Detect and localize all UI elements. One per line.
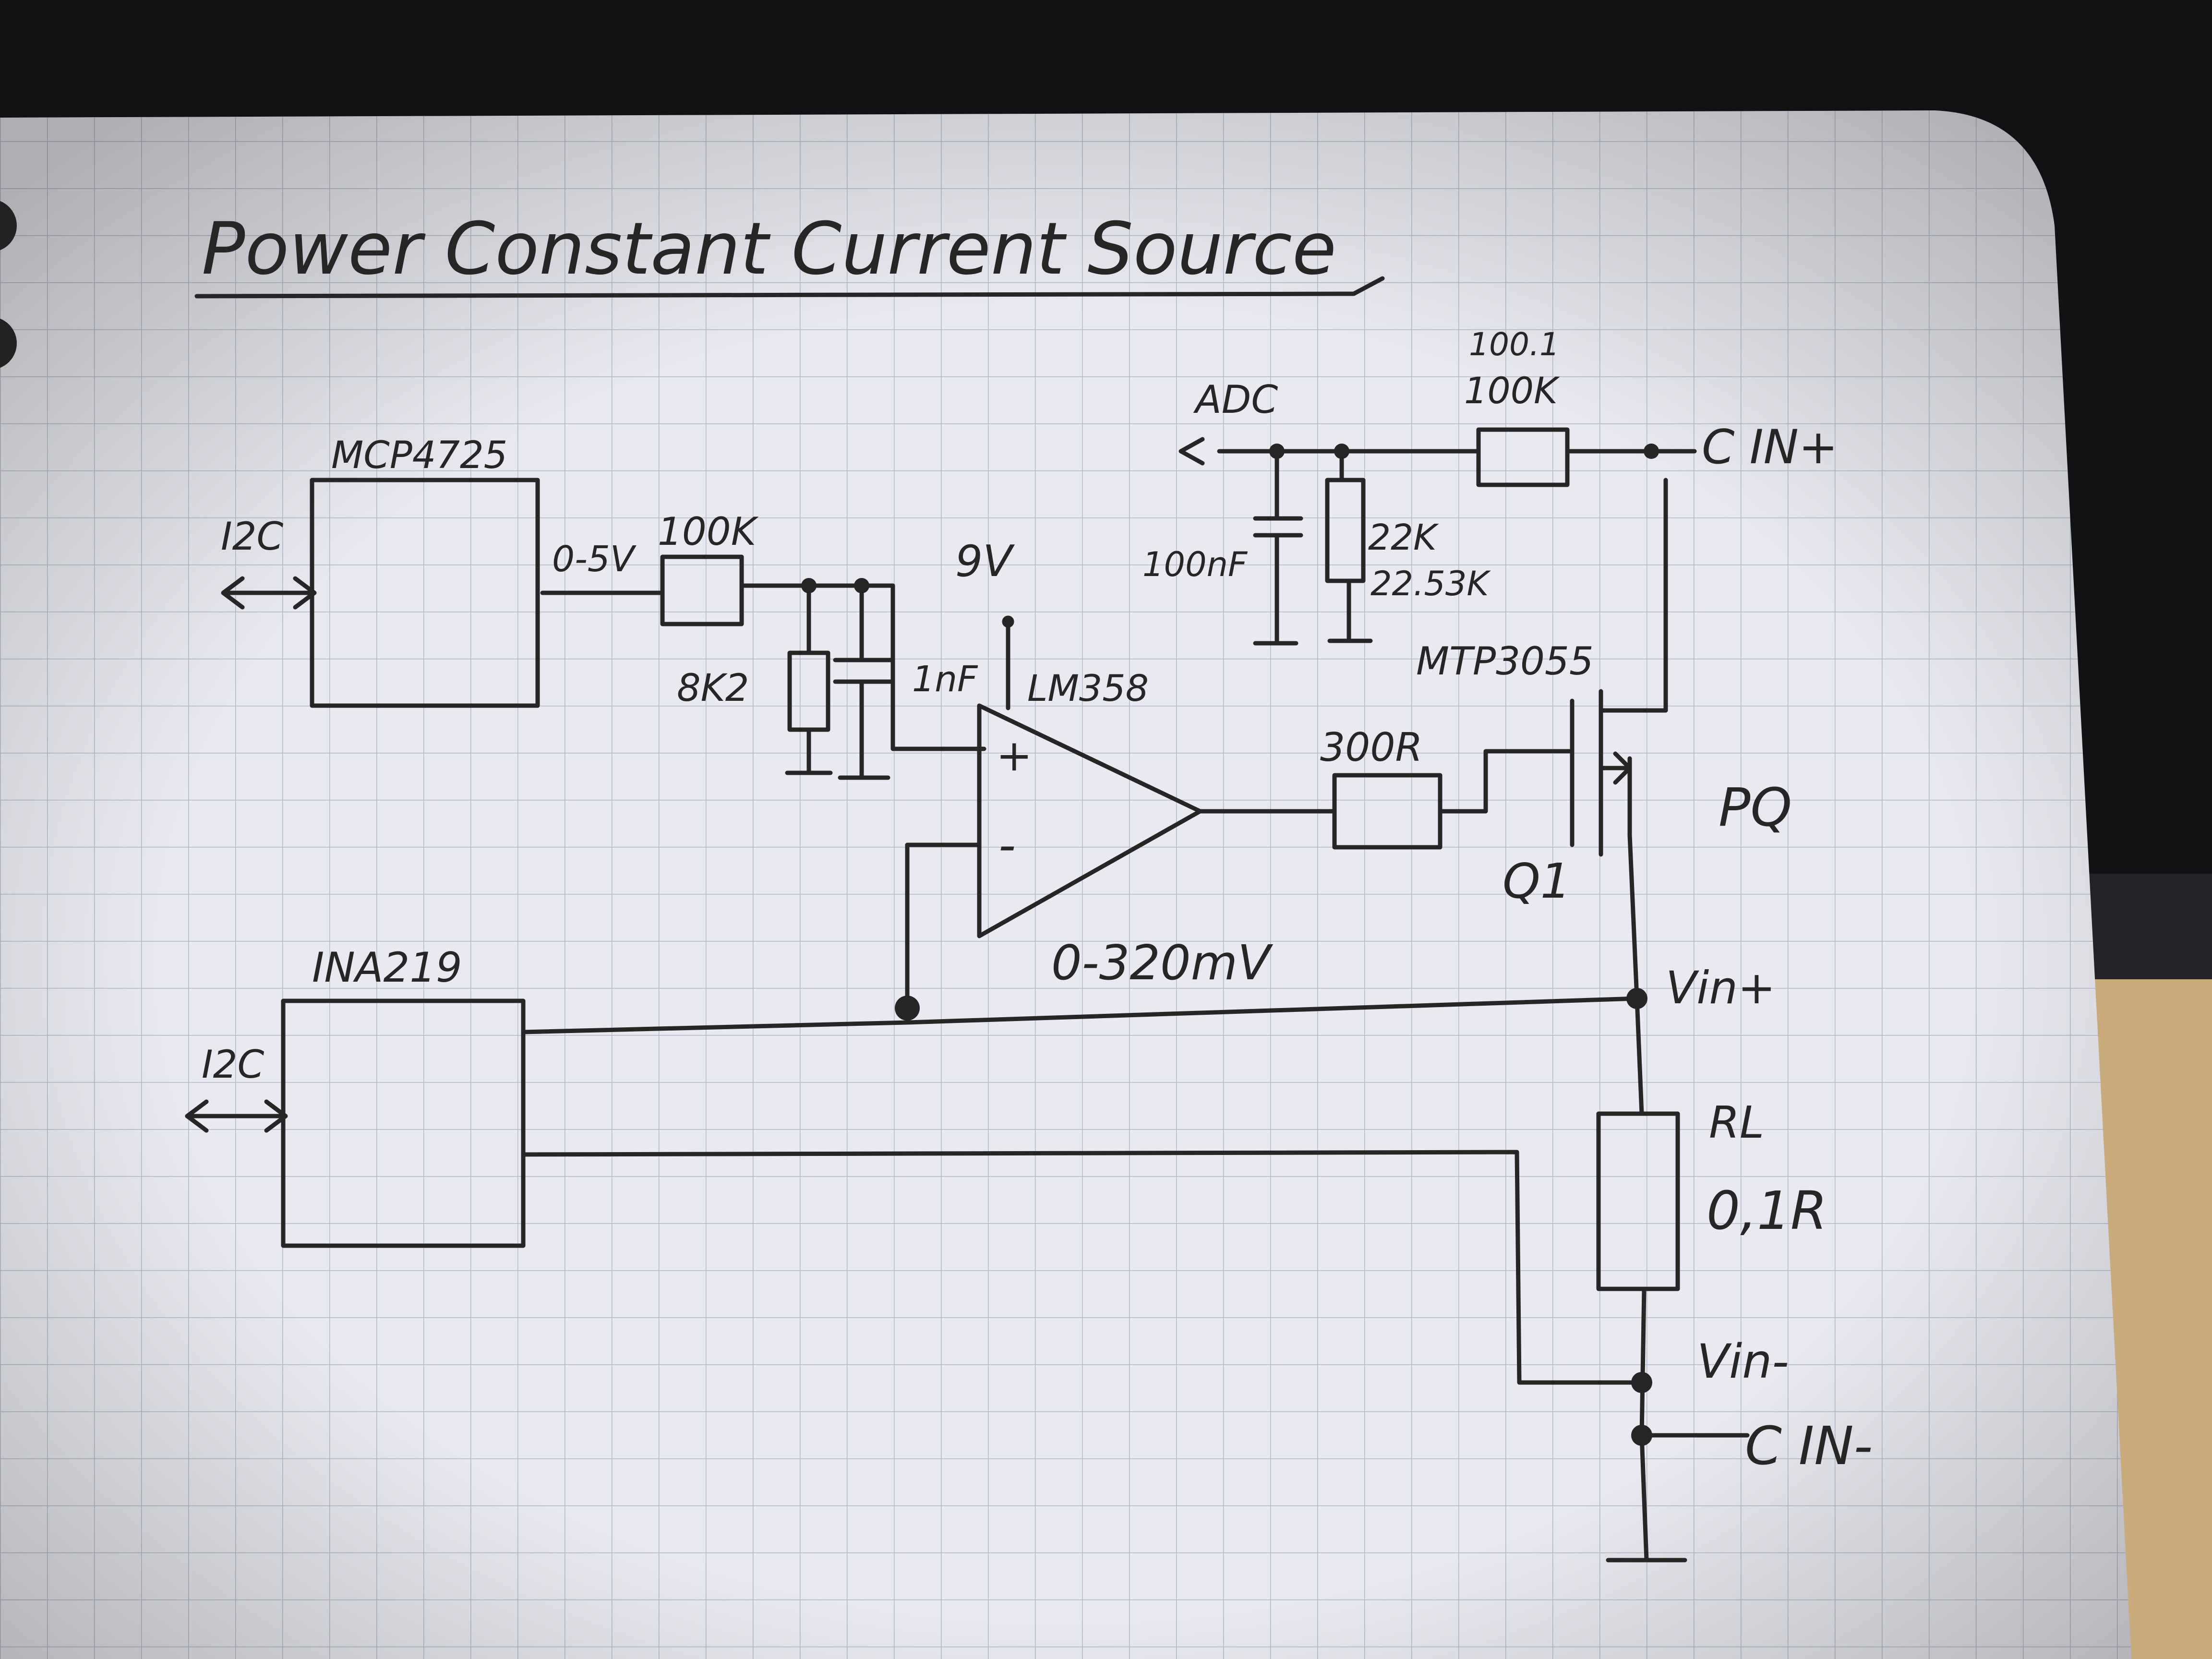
mosfet-source-wire: [1627, 833, 1639, 1001]
adc-label: ADC: [1193, 377, 1278, 422]
current-monitor-name: INA219: [312, 944, 462, 992]
opamp-triangle: [977, 703, 1202, 938]
adc-capacitor-value: 100nF: [1142, 545, 1248, 584]
input-resistor: [660, 554, 744, 626]
dac-name: MCP4725: [331, 434, 507, 477]
adc-divider-high-value: 100K: [1464, 369, 1560, 412]
dac-i2c-arrow-left: [221, 576, 245, 610]
adc-divider-low-measured: 22.53K: [1370, 564, 1491, 603]
sense-range-label: 0-320mV: [1051, 935, 1274, 991]
binder-hole: [0, 318, 17, 368]
shunt-value: 0,1R: [1707, 1180, 1827, 1241]
filter-capacitor-value: 1nF: [912, 659, 978, 700]
dac-output-label: 0-5V: [552, 539, 637, 580]
adc-arrow: [1178, 437, 1205, 466]
input-resistor-value: 100K: [658, 509, 759, 554]
gate-wire: [1438, 749, 1572, 814]
junction-dots: [801, 444, 1659, 1446]
ina-i2c-label: I2C: [202, 1042, 264, 1087]
dac-i2c-arrow-right: [293, 576, 317, 610]
current-monitor-box: [281, 998, 526, 1248]
opamp-plus-wire: [890, 583, 986, 751]
adc-divider-high-measured: 100.1: [1469, 326, 1560, 363]
opamp-minus-wire: [905, 842, 982, 1006]
vin-plus-label: Vin+: [1666, 962, 1776, 1014]
opamp-name: LM358: [1027, 667, 1149, 709]
ina-i2c-arrow-left: [185, 1099, 209, 1133]
cin-plus-label: C IN+: [1702, 420, 1838, 475]
filter-resistor-value: 8K2: [677, 667, 749, 710]
mosfet-drain-wire: [1599, 478, 1668, 713]
cin-minus-label: C IN-: [1745, 1415, 1873, 1477]
opamp-minus-sign: -: [998, 817, 1016, 873]
adc-divider-high: [1476, 427, 1570, 487]
vin-plus-wire: [521, 996, 1639, 1034]
opamp-plus-sign: +: [996, 731, 1032, 781]
vin-minus-label: Vin-: [1697, 1334, 1789, 1389]
mosfet-power-label: PQ: [1719, 777, 1792, 838]
opamp-supply-label: 9V: [955, 536, 1015, 587]
title: Power Constant Current Source: [202, 207, 1336, 291]
gate-resistor-value: 300R: [1320, 725, 1423, 770]
notebook-cover: [2083, 874, 2212, 979]
shunt-designator: RL: [1709, 1097, 1764, 1148]
vin-minus-wire: [521, 1150, 1644, 1385]
mosfet-name: MTP3055: [1416, 639, 1594, 684]
adc-divider-low-value: 22K: [1368, 517, 1439, 558]
title-underline: [194, 276, 1385, 299]
mosfet-designator: Q1: [1503, 853, 1571, 909]
ina-i2c-arrow-right: [264, 1099, 288, 1133]
binder-hole: [0, 201, 17, 251]
shunt-resistor: [1596, 1111, 1680, 1291]
dac-i2c-label: I2C: [221, 514, 283, 559]
adc-divider-low: [1325, 478, 1366, 583]
